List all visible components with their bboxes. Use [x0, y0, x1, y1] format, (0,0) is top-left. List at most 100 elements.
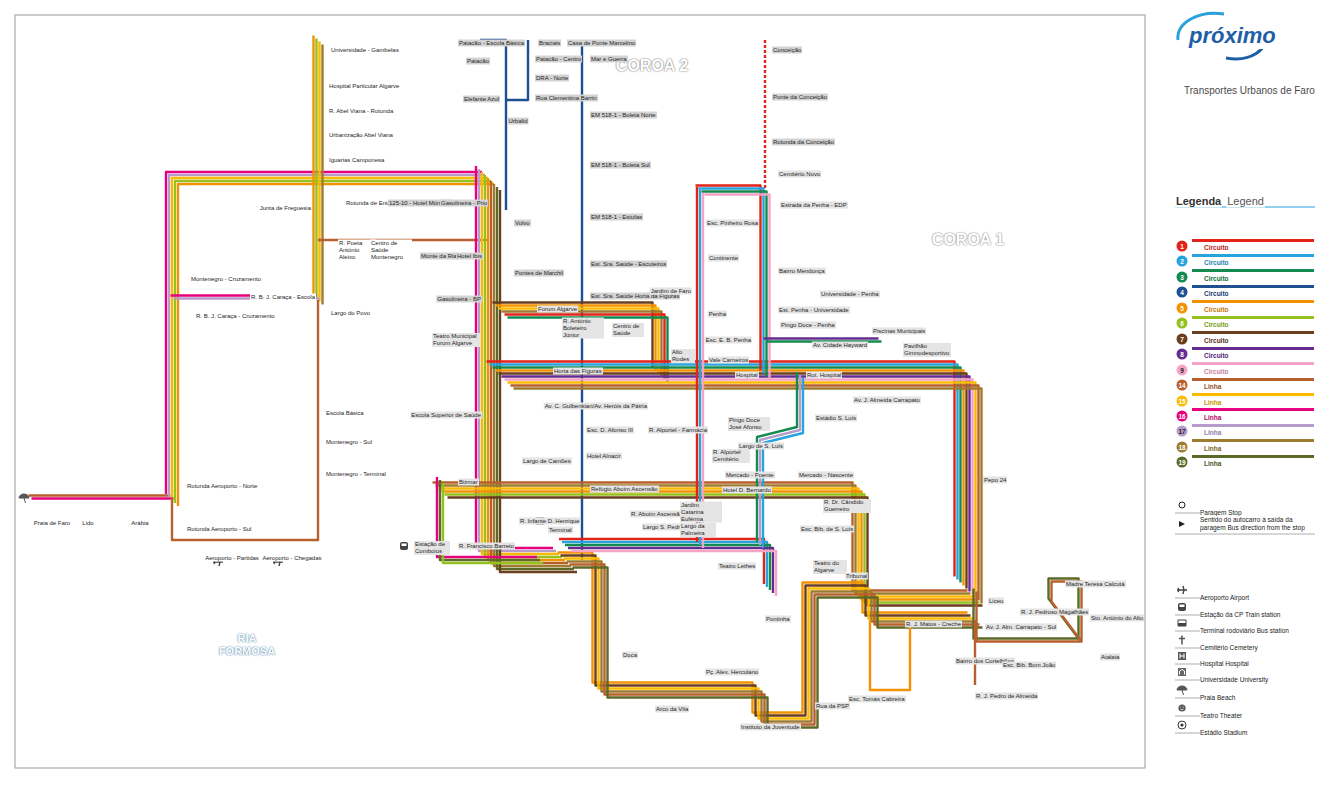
stop-name: Pç. Alex. Herculano: [705, 669, 759, 676]
route-number: 5: [1177, 302, 1188, 313]
route-line: [321, 45, 323, 305]
stop-name: Horta das Figuras: [553, 368, 603, 375]
route-line: [29, 494, 171, 496]
route-line: [699, 189, 764, 374]
legend-swatch: [1192, 316, 1314, 319]
stop-name: Rotunda Aeroporto - Norte: [186, 483, 258, 490]
stop-name: Forum Algarve: [537, 306, 578, 313]
stop-name: Arábia: [130, 520, 149, 527]
route-line: [166, 172, 482, 494]
route-line: [442, 492, 977, 600]
stop-name: Pingo Doce - Penha: [780, 322, 836, 329]
stop-name: R. Alportel - Farmácia: [648, 427, 708, 434]
route-number: 2: [1177, 256, 1188, 267]
route-lines: [29, 36, 1082, 728]
stop-name: Teatro do Algarve: [813, 560, 847, 574]
route-line: [764, 40, 766, 190]
stop-name: R. J. Matos - Creche: [905, 621, 962, 628]
zone-region: COROA 2: [385, 15, 895, 322]
stop-name: Pontes de Marchil: [514, 270, 564, 277]
stop-name: Hospital Particular Algarve: [328, 83, 400, 90]
legend-swatch: [1192, 424, 1314, 427]
stop-name: Praia de Faro: [33, 520, 71, 527]
stop-name: EM 518-1 - Boleta Sul: [590, 162, 651, 169]
legend-text: Circuito: [1202, 259, 1231, 267]
stop-name: Jardim de Faro: [650, 288, 692, 295]
stop-name: Continente: [708, 255, 739, 262]
stop-name: Iguarias Camponesa: [328, 157, 385, 164]
stop-name: Teatro Municipal Forum Algarve: [432, 333, 480, 347]
stop-name: Centro de Saúde Montenegro: [370, 240, 412, 261]
route-line: [480, 40, 506, 210]
stop-name: Rua da PSP: [815, 703, 850, 710]
stadium-symbol: [1178, 721, 1186, 729]
stop-name: Hotel Ibis: [456, 253, 483, 260]
legend-swatch: [1192, 254, 1314, 257]
route-number: 6: [1177, 318, 1188, 329]
stop-name: Av. J. Almeida Carrapato: [853, 397, 921, 404]
stop-name: Junta de Freguesia: [259, 205, 312, 212]
route-number: 9: [1177, 364, 1188, 375]
stop-name: Urbalid: [507, 118, 528, 125]
stop-name: Estrada da Penha - EDP: [780, 202, 848, 209]
stop-name: Penha: [708, 311, 727, 318]
legend-text: Circuito: [1202, 368, 1231, 376]
stop-name: Est. Penha - Universidade: [778, 307, 850, 314]
stop-name: Universidade - Gambelas: [330, 47, 400, 54]
legend-text: Linha: [1202, 414, 1223, 422]
route-line: [699, 190, 701, 545]
legend-text: Circuito: [1202, 352, 1231, 360]
route-line: [506, 40, 528, 100]
zone-name: RIA FORMOSA: [212, 632, 282, 658]
stop-name: Largo da Palmeira: [680, 523, 716, 537]
route-line: [705, 195, 770, 380]
stop-name: Atalaia: [1100, 654, 1120, 661]
stop-name: Esc. Tomás Cabreira: [848, 696, 906, 703]
theatre-symbol: [1178, 704, 1185, 711]
stop-name: Cemitério Novo: [778, 171, 821, 178]
stop-name: EM 518-1 - Boleta Norte: [590, 112, 657, 119]
legend-separator: [1175, 534, 1315, 535]
legend-swatch: [1192, 455, 1314, 458]
route-line: [570, 565, 980, 725]
stop-name: Braciais: [538, 40, 561, 47]
stop-name: Instituto da Juventude: [740, 724, 801, 731]
stop-name: R. B. J. Caraça - Cruzamento: [195, 313, 276, 320]
route-line: [172, 178, 488, 500]
stop-name: Tribunal: [845, 573, 868, 580]
train-symbol: [400, 542, 408, 550]
route-line: [763, 378, 803, 548]
route-line: [315, 39, 317, 299]
route-line: [870, 620, 910, 690]
legend-text: Estação da CP Train station: [1200, 611, 1318, 619]
plane-symbol: [1177, 586, 1187, 594]
legend-text: Circuito: [1202, 306, 1231, 314]
stop-name: R. J. Pedroso Magalhães: [1020, 609, 1089, 616]
stop-name: Av. C. Gulbenkian/Av. Heróis da Pátria: [544, 403, 648, 410]
stop-name: Hotel Alnacir: [586, 453, 622, 460]
stop-name: Rot. Hospital: [806, 372, 842, 379]
stop-name: Madre Teresa Calcutá: [1065, 581, 1126, 588]
stop-name: R. Alportel Cemitério: [712, 449, 750, 463]
route-line: [696, 187, 698, 542]
legend-text: Linha: [1202, 460, 1223, 468]
stop-name: R. J. Pedro de Almeida: [975, 693, 1038, 700]
stop-name: Urbanização Abel Viana: [328, 132, 394, 139]
stop-name: Centro de Saúde: [612, 323, 644, 337]
route-line: [974, 620, 976, 685]
stop-name: Aeroporto - Chegadas: [261, 555, 322, 562]
legend-swatch: [1192, 300, 1314, 303]
route-line: [514, 389, 982, 604]
beach-symbol: [1177, 686, 1187, 695]
stop-name: Pavilhão Gimnodesportivo: [903, 343, 951, 357]
zone-fill: [385, 15, 895, 322]
stop-name: Montenegro - Terminal: [325, 471, 387, 478]
stop-name: Casa de Ponte Marcelino: [567, 40, 636, 47]
legend-heading: Legend: [1226, 195, 1265, 208]
subtitle: Transportes Urbanos de Faro: [1183, 85, 1316, 97]
stop-name: Aeroporto - Partidas: [204, 555, 260, 562]
zone-fill: [385, 160, 1145, 768]
stop-name: Universidade - Penha: [820, 291, 880, 298]
stop-name: R. Francisco Barreto: [458, 543, 515, 550]
legend-text: Circuito: [1202, 337, 1231, 345]
